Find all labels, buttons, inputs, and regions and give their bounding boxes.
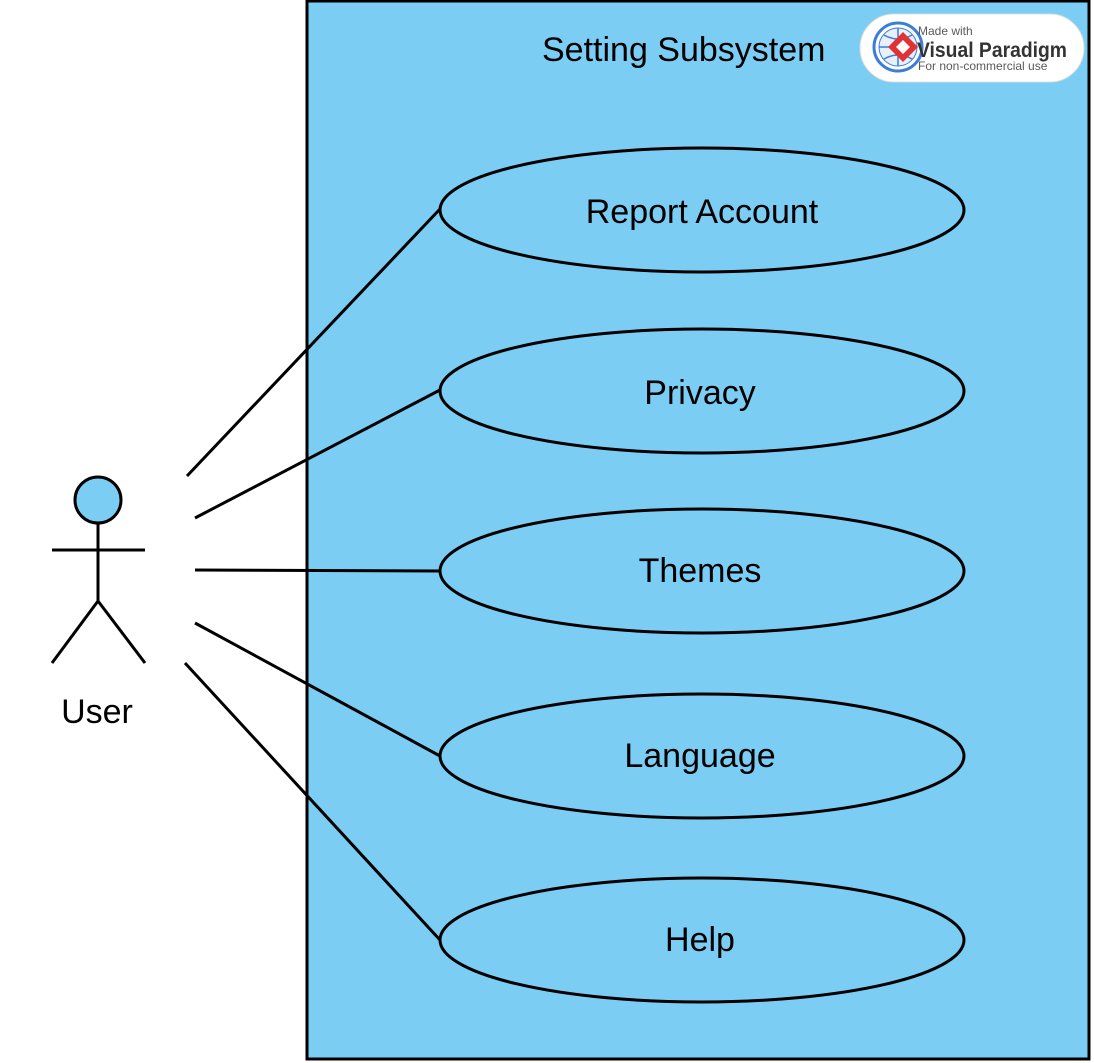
watermark-brand: Visual Paradigm: [917, 39, 1067, 62]
watermark-note: For non-commercial use: [918, 59, 1048, 73]
use-case-ellipse: [438, 507, 966, 635]
use-case-ellipse: [438, 692, 966, 820]
actor-user[interactable]: User: [50, 475, 147, 731]
use-case-language[interactable]: Language: [438, 692, 966, 820]
use-case-report-account[interactable]: Report Account: [438, 146, 966, 274]
association-language[interactable]: [194, 621, 441, 758]
visual-paradigm-watermark: Made with Visual Paradigm For non-commer…: [859, 13, 1085, 83]
use-case-themes[interactable]: Themes: [438, 507, 966, 635]
use-case-help[interactable]: Help: [438, 876, 966, 1004]
visual-paradigm-logo-icon: [872, 21, 924, 73]
association-privacy[interactable]: [194, 388, 441, 520]
use-case-privacy[interactable]: Privacy: [438, 327, 966, 455]
association-themes[interactable]: [194, 568, 441, 573]
system-title: Setting Subsystem: [542, 31, 825, 69]
use-case-label: Report Account: [586, 193, 819, 231]
use-case-ellipse: [438, 146, 966, 274]
stick-figure-icon: [50, 475, 147, 664]
use-case-ellipse: [438, 327, 966, 455]
use-case-label: Privacy: [644, 374, 755, 412]
use-case-label: Language: [624, 737, 775, 775]
associations: [183, 207, 442, 942]
use-case-label: Themes: [639, 552, 762, 590]
association-help[interactable]: [183, 661, 442, 942]
use-case-ellipse: [438, 876, 966, 1004]
actor-name: User: [61, 693, 133, 731]
association-report-account[interactable]: [185, 207, 442, 478]
watermark-made-with: Made with: [918, 24, 973, 38]
use-case-label: Help: [665, 921, 735, 959]
